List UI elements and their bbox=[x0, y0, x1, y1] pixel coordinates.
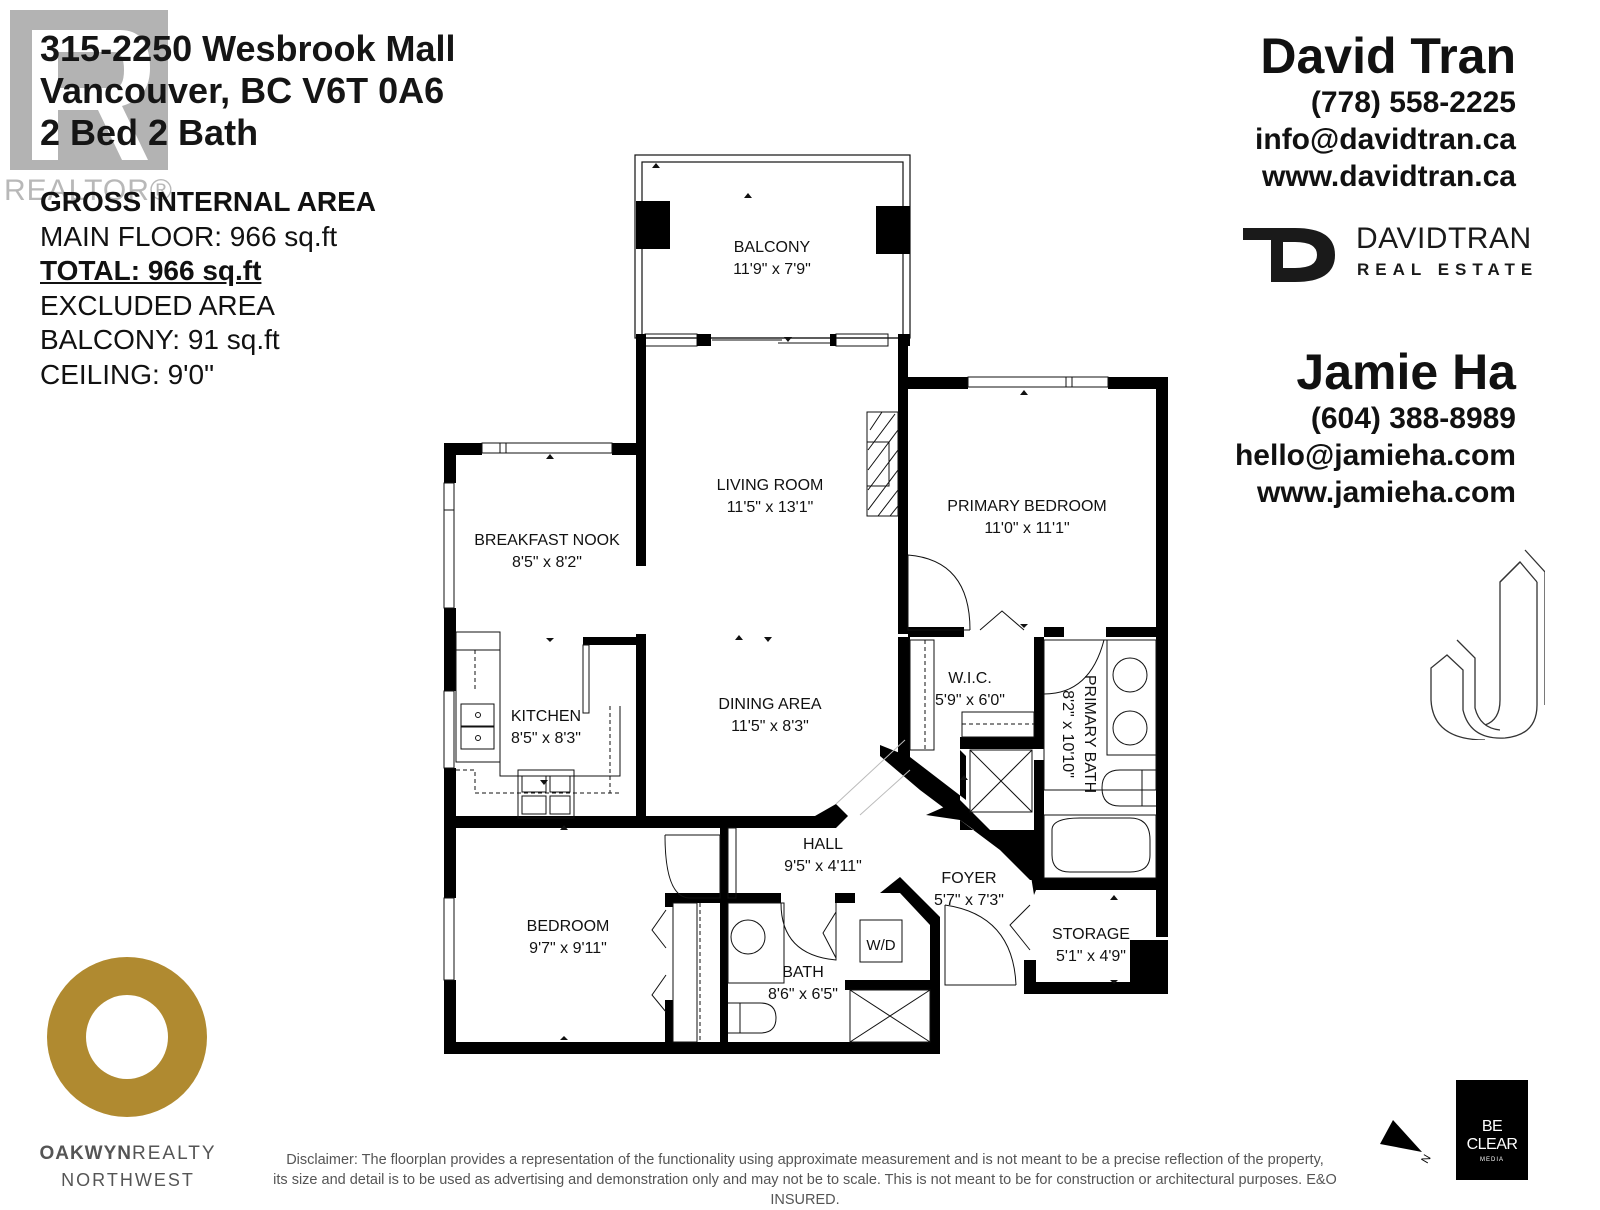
beclear-media-logo: BE CLEAR MEDIA bbox=[1456, 1080, 1528, 1180]
room-name: FOYER bbox=[941, 870, 997, 887]
room-bath: BATH 8'6" x 6'5" bbox=[768, 962, 838, 1006]
room-dimensions: 9'7" x 9'11" bbox=[529, 940, 607, 957]
room-dimensions: 11'5" x 8'3" bbox=[731, 718, 809, 735]
room-name: STORAGE bbox=[1052, 926, 1130, 943]
agent-email[interactable]: hello@jamieha.com bbox=[1234, 439, 1516, 472]
beds-baths: 2 Bed 2 Bath bbox=[40, 112, 259, 153]
room-dimensions: 5'1" x 4'9" bbox=[1056, 948, 1126, 965]
room-name: LIVING ROOM bbox=[716, 477, 824, 494]
washer-dryer-label: W/D bbox=[866, 937, 896, 954]
area-summary: GROSS INTERNAL AREA MAIN FLOOR: 966 sq.f… bbox=[40, 185, 376, 392]
davidtran-real-estate-logo: DAVIDTRAN REAL ESTATE bbox=[1243, 222, 1573, 284]
td-monogram-icon bbox=[1243, 228, 1335, 282]
disclaimer: Disclaimer: The floorplan provides a rep… bbox=[250, 1150, 1360, 1210]
excluded-area-heading: EXCLUDED AREA bbox=[40, 289, 275, 321]
brand-name: DAVIDTRAN bbox=[1356, 222, 1532, 255]
main-floor-area: MAIN FLOOR: 966 sq.ft bbox=[40, 220, 338, 252]
room-name: HALL bbox=[802, 836, 844, 853]
oakwyn-light: REALTY bbox=[132, 1143, 217, 1164]
room-dimensions: 9'5" x 4'11" bbox=[784, 858, 862, 875]
agent-phone[interactable]: (778) 558-2225 bbox=[1310, 86, 1516, 119]
oakwyn-ring-logo-icon bbox=[47, 957, 207, 1117]
room-dimensions: 8'2" x 10'10" bbox=[1059, 690, 1076, 778]
disclaimer-line-2: its size and detail is to be used as adv… bbox=[273, 1172, 1337, 1208]
room-name: PRIMARY BATH bbox=[1081, 674, 1098, 794]
disclaimer-line-1: Disclaimer: The floorplan provides a rep… bbox=[286, 1152, 1324, 1168]
room-dimensions: 5'7" x 7'3" bbox=[934, 892, 1004, 909]
room-foyer: FOYER 5'7" x 7'3" bbox=[934, 868, 1004, 912]
room-name: BREAKFAST NOOK bbox=[474, 532, 620, 549]
room-name: DINING AREA bbox=[718, 696, 822, 713]
agent-name: Jamie Ha bbox=[1296, 344, 1516, 400]
oakwyn-wordmark: OAKWYNREALTY bbox=[38, 1143, 218, 1165]
room-dining-area: DINING AREA 11'5" x 8'3" bbox=[718, 694, 821, 738]
agent-card-jamie-ha: Jamie Ha (604) 388-8989 hello@jamieha.co… bbox=[1235, 344, 1516, 511]
room-primary-bedroom: PRIMARY BEDROOM 11'0" x 11'1" bbox=[947, 496, 1106, 540]
agent-email[interactable]: info@davidtran.ca bbox=[1255, 123, 1516, 156]
room-breakfast-nook: BREAKFAST NOOK 8'5" x 8'2" bbox=[474, 530, 620, 574]
balcony-area: BALCONY: 91 sq.ft bbox=[40, 324, 280, 355]
listing-address: 315-2250 Wesbrook Mall Vancouver, BC V6T… bbox=[40, 28, 456, 154]
room-dimensions: 8'5" x 8'3" bbox=[511, 730, 581, 747]
room-name: PRIMARY BEDROOM bbox=[947, 498, 1107, 515]
agent-website[interactable]: www.davidtran.ca bbox=[1262, 160, 1516, 193]
address-line-2: Vancouver, BC V6T 0A6 bbox=[40, 70, 445, 111]
room-dimensions: 11'0" x 11'1" bbox=[984, 520, 1070, 537]
room-name: KITCHEN bbox=[510, 708, 582, 725]
room-hall: HALL 9'5" x 4'11" bbox=[784, 834, 862, 878]
room-dimensions: 8'6" x 6'5" bbox=[768, 986, 838, 1003]
agent-website[interactable]: www.jamieha.com bbox=[1257, 476, 1516, 509]
realtor-wordmark: REALTOR® bbox=[4, 174, 174, 207]
room-dimensions: 11'9" x 7'9" bbox=[733, 261, 811, 278]
room-dimensions: 8'5" x 8'2" bbox=[512, 554, 582, 571]
realtor-watermark bbox=[10, 10, 168, 170]
room-name: BEDROOM bbox=[526, 918, 610, 935]
jamie-ha-j-logo-icon bbox=[1430, 549, 1545, 740]
room-name: W.I.C. bbox=[948, 670, 992, 687]
gross-area-heading: GROSS INTERNAL AREA bbox=[40, 186, 377, 217]
realtor-r-icon bbox=[10, 10, 168, 170]
room-balcony: BALCONY 11'9" x 7'9" bbox=[733, 237, 811, 281]
room-dimensions: 5'9" x 6'0" bbox=[935, 692, 1005, 709]
room-kitchen: KITCHEN 8'5" x 8'3" bbox=[511, 706, 581, 750]
oakwyn-subtitle: NORTHWEST bbox=[61, 1170, 195, 1190]
agent-phone[interactable]: (604) 388-8989 bbox=[1310, 402, 1516, 435]
total-area: TOTAL: 966 sq.ft bbox=[40, 255, 262, 286]
brand-tagline: REAL ESTATE bbox=[1357, 260, 1539, 279]
compass-north-label: N bbox=[1419, 1153, 1433, 1166]
room-primary-bath: PRIMARY BATH 8'2" x 10'10" bbox=[1056, 654, 1100, 814]
media-brand: BE CLEAR bbox=[1466, 1118, 1518, 1153]
oakwyn-bold: OAKWYN bbox=[39, 1143, 133, 1164]
north-compass-icon: N bbox=[1380, 1120, 1434, 1166]
room-name: BATH bbox=[782, 964, 824, 981]
ceiling-height: CEILING: 9'0" bbox=[40, 358, 215, 390]
room-living-room: LIVING ROOM 11'5" x 13'1" bbox=[717, 475, 824, 519]
room-dimensions: 11'5" x 13'1" bbox=[726, 499, 814, 516]
room-bedroom: BEDROOM 9'7" x 9'11" bbox=[527, 916, 610, 960]
agent-name: David Tran bbox=[1260, 28, 1516, 84]
room-name: BALCONY bbox=[733, 239, 811, 256]
room-storage: STORAGE 5'1" x 4'9" bbox=[1052, 924, 1130, 968]
agent-card-david-tran: David Tran (778) 558-2225 info@davidtran… bbox=[1255, 28, 1516, 195]
address-line-1: 315-2250 Wesbrook Mall bbox=[40, 28, 456, 69]
media-sub: MEDIA bbox=[1479, 1157, 1504, 1163]
room-walk-in-closet: W.I.C. 5'9" x 6'0" bbox=[935, 668, 1005, 712]
